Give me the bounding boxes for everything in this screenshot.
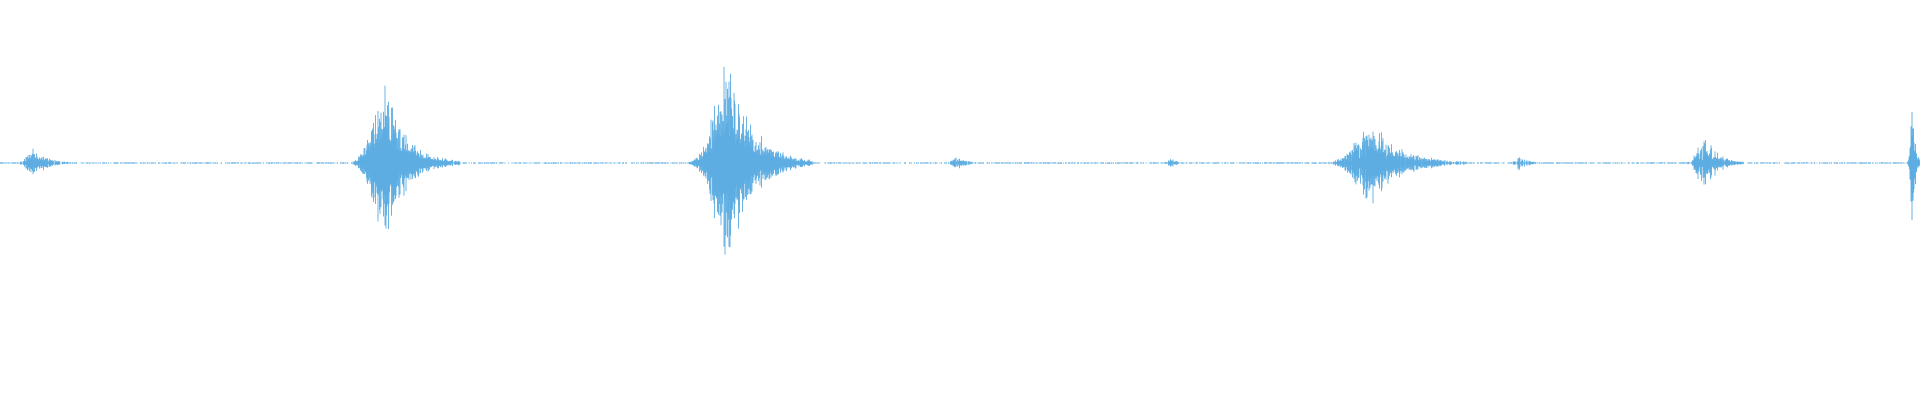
waveform-trace	[0, 66, 1920, 255]
waveform-path	[0, 66, 1920, 255]
